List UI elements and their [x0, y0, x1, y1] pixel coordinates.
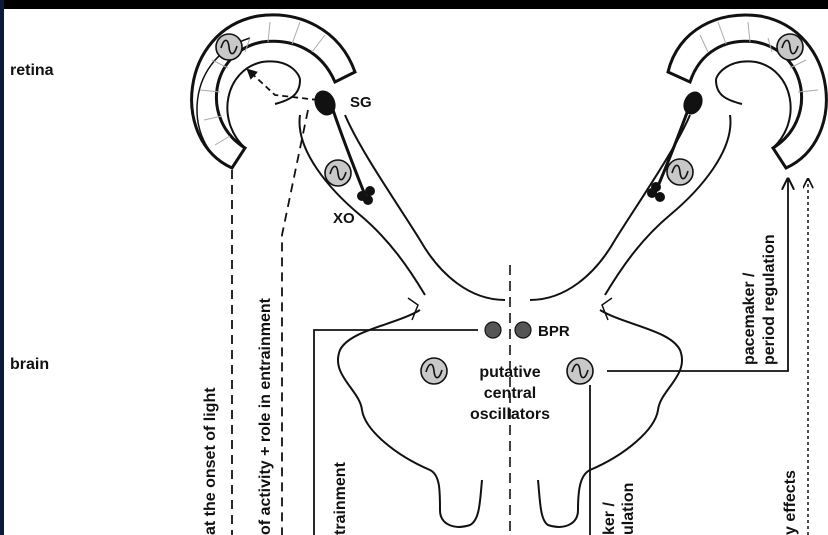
pacemaker-lower-label-1: ker /	[601, 502, 618, 535]
bpr-dot-right	[515, 322, 531, 338]
bpr-label: BPR	[538, 323, 570, 340]
activity-role-label: of activity + role in entrainment	[257, 297, 274, 535]
pacemaker-label-2: period regulation	[761, 234, 778, 365]
xo-right-oscillator-icon	[667, 159, 693, 185]
retina-right	[668, 15, 826, 168]
xo-label: XO	[333, 210, 355, 227]
retina-label: retina	[10, 62, 54, 79]
central-label-line1: putative	[479, 364, 540, 381]
xo-left-oscillator-icon	[325, 160, 351, 186]
central-label-line3: oscillators	[470, 406, 550, 423]
pacemaker-label-1: pacemaker /	[741, 272, 758, 365]
effects-label: y effects	[782, 470, 799, 535]
central-oscillator-right-icon	[567, 358, 593, 384]
chiasm-stub-left	[408, 298, 418, 320]
brain-label: brain	[10, 356, 49, 373]
retina-left	[192, 15, 355, 168]
dashed-line-activity	[282, 110, 308, 535]
pacemaker-lower-label-2: ulation	[620, 483, 637, 535]
retina-left-oscillator-icon	[216, 34, 242, 60]
bpr-dot-left	[485, 322, 501, 338]
optic-nerves	[300, 115, 731, 300]
sg-label: SG	[350, 94, 372, 111]
central-label-line2: central	[484, 385, 536, 402]
onset-light-label: at the onset of light	[202, 387, 219, 535]
entrainment-label: trainment	[332, 461, 349, 535]
retina-dashed-arrow	[248, 70, 318, 100]
retina-right-oscillator-icon	[777, 34, 803, 60]
xo-cell-left	[357, 186, 375, 205]
chiasm-stub-right	[602, 298, 612, 320]
central-oscillator-left-icon	[421, 358, 447, 384]
